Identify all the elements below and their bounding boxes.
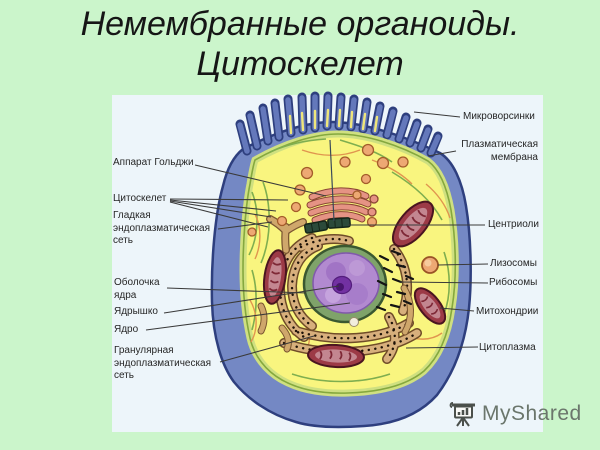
lysosome (421, 256, 439, 274)
slide-title-line2: Цитоскелет (196, 45, 404, 83)
label-mitochondria: Митохондрии (476, 306, 539, 317)
microvilli (235, 91, 443, 158)
label-lysosomes: Лизосомы (490, 258, 537, 269)
label-microvilli: Микроворсинки (463, 111, 535, 122)
label-cytoplasm: Цитоплазма (479, 342, 536, 353)
ribosomes (375, 249, 415, 312)
label-plasma-membrane: Плазматическая мембрана (461, 139, 538, 163)
label-cytoskeleton: Цитоскелет (113, 193, 167, 204)
watermark-text: MyShared (482, 402, 582, 425)
nucleolus (331, 275, 353, 295)
mitochondrion (262, 200, 447, 369)
label-nucleus: Ядро (114, 324, 139, 335)
projector-screen-icon (448, 399, 478, 429)
centriole-axis-line (329, 139, 335, 222)
leader-lines (145, 111, 489, 363)
label-smooth-er: Гладкая эндоплазматическая сеть (113, 210, 211, 246)
slide-title-line1: Немембранные органоиды. (80, 5, 520, 43)
label-nucleolus: Ядрышко (114, 306, 158, 317)
vesicle-white (349, 317, 359, 327)
golgi-apparatus (306, 187, 379, 224)
label-granular-er: Гранулярная эндоплазматическая сеть (114, 345, 212, 381)
slide-title: Немембранные органоиды. Цитоскелет (0, 4, 600, 84)
watermark[interactable]: MyShared (448, 399, 582, 429)
label-nuclear-envelope: Оболочка ядра (114, 277, 160, 301)
label-centrioles: Центриоли (488, 219, 539, 230)
vesicles (247, 143, 409, 237)
label-golgi-apparatus: Аппарат Гольджи (113, 157, 194, 168)
label-ribosomes: Рибосомы (489, 277, 538, 288)
